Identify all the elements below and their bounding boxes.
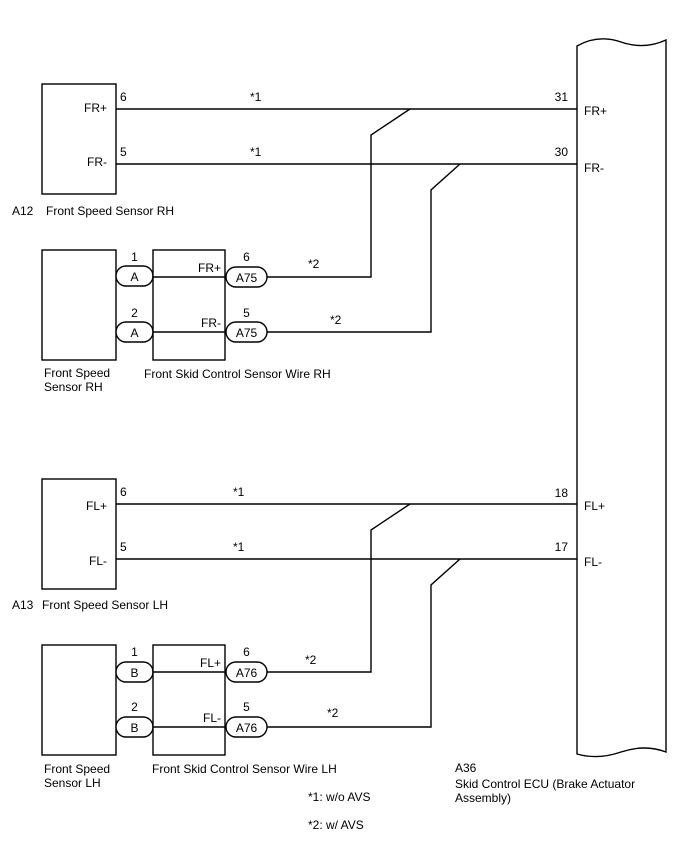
lh-alt-sensor-label-1: Front Speed [44,762,110,776]
legend-note-2: *2: w/ AVS [308,818,364,832]
rh-conn-pin-2: 2 [131,306,138,320]
lh-alt-note-2: *2 [327,706,339,720]
lh-sub-pin-6: 6 [243,645,250,659]
ecu-signal-fr-plus: FR+ [584,104,607,118]
rh-pin-5: 5 [120,145,127,159]
lh-sub-label-minus: FL- [203,711,221,725]
rh-alt-wire-plus [267,108,411,278]
rh-alt-wire-minus [267,163,461,333]
rh-sensor-box [41,83,117,195]
lh-pin-5: 5 [120,540,127,554]
lh-sub-pin-5: 5 [243,700,250,714]
rh-sensor-name: Front Speed Sensor RH [46,204,174,218]
ecu-pin-17: 17 [555,540,569,554]
lh-alt-sensor-box [41,644,117,756]
ecu-name-line2: Assembly) [455,791,511,805]
ecu-pin-18: 18 [555,486,569,500]
rh-conn-pin-1: 1 [131,250,138,264]
lh-alt-wire-minus [267,558,461,728]
ecu-code: A36 [455,761,477,775]
rh-sensor-pin-fr-plus: FR+ [84,101,107,115]
lh-alt-wire-plus [267,503,411,673]
lh-connector-letter-bottom: B [130,721,138,735]
rh-alt-note-1: *2 [308,257,320,271]
rh-alt-note-2: *2 [330,313,342,327]
rh-sub-harness-name: Front Skid Control Sensor Wire RH [144,367,331,381]
ecu-name-line1: Skid Control ECU (Brake Actuator [455,777,635,791]
rh-sub-label-plus: FR+ [198,261,221,275]
lh-sensor-box [41,478,117,590]
rh-connector-a75-bottom-label: A75 [236,326,258,340]
rh-connector-a75-top-label: A75 [236,271,258,285]
lh-pin-6: 6 [120,485,127,499]
lh-conn-pin-1: 1 [131,645,138,659]
rh-sub-harness-box [152,249,226,361]
lh-connector-letter-top: B [130,666,138,680]
ecu-signal-fl-minus: FL- [584,555,602,569]
lh-sub-harness-name: Front Skid Control Sensor Wire LH [152,762,337,776]
rh-alt-sensor-box [41,249,117,361]
lh-connector-a76-bottom-label: A76 [236,721,258,735]
lh-alt-note-1: *2 [305,653,317,667]
ecu-pin-31: 31 [555,90,569,104]
rh-connector-letter-top: A [130,270,138,284]
lh-connector-a76-top-label: A76 [236,666,258,680]
rh-sub-pin-5: 5 [243,306,250,320]
ecu-body [576,38,667,758]
ecu-block [576,38,667,758]
lh-sub-harness-box [152,644,226,756]
rh-sub-pin-6: 6 [243,250,250,264]
rh-sensor-code: A12 [12,204,34,218]
lh-sensor-code: A13 [12,598,34,612]
ecu-signal-fl-plus: FL+ [584,499,605,513]
rh-alt-sensor-label-2: Sensor RH [44,380,103,394]
lh-wire-note-1: *1 [233,485,245,499]
lh-alt-sensor-label-2: Sensor LH [44,776,101,790]
lh-wire-note-2: *1 [233,540,245,554]
rh-connector-letter-bottom: A [130,326,138,340]
rh-pin-6: 6 [120,90,127,104]
rh-wire-note-2: *1 [250,145,262,159]
ecu-pin-30: 30 [555,145,569,159]
rh-alt-sensor-label-1: Front Speed [44,366,110,380]
rh-wire-note-1: *1 [250,90,262,104]
rh-sub-label-minus: FR- [201,316,221,330]
lh-sensor-pin-fl-plus: FL+ [86,499,107,513]
lh-sensor-name: Front Speed Sensor LH [42,598,168,612]
legend-note-1: *1: w/o AVS [308,790,370,804]
lh-conn-pin-2: 2 [131,700,138,714]
ecu-signal-fr-minus: FR- [584,161,604,175]
rh-sensor-pin-fr-minus: FR- [87,155,107,169]
lh-sub-label-plus: FL+ [200,656,221,670]
lh-sensor-pin-fl-minus: FL- [89,554,107,568]
